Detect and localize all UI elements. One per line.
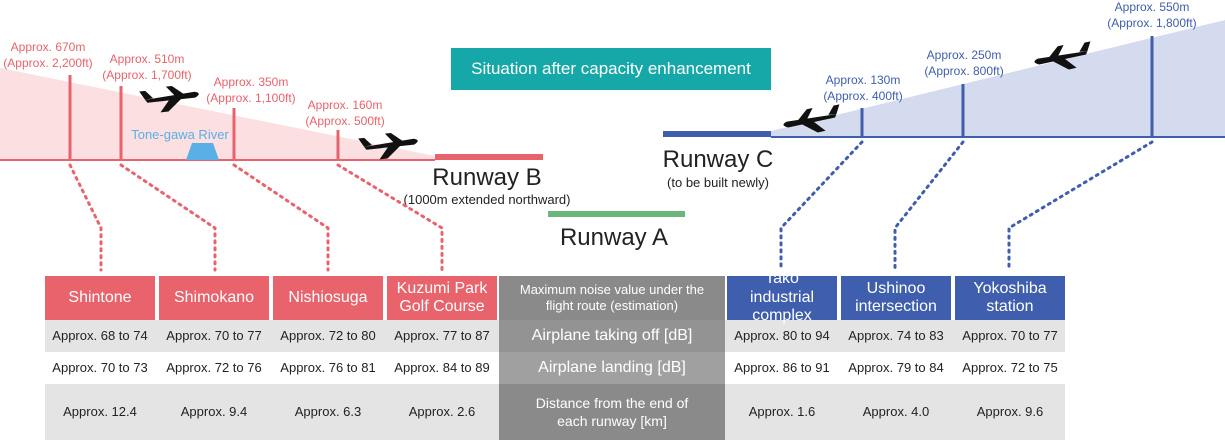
connector-tako [779, 140, 864, 272]
distance-value: Approx. 12.4 [63, 403, 137, 419]
altitude-m-label: Approx. 250m [927, 48, 1002, 62]
altitude-ft-label: (Approx. 1,100ft) [206, 91, 295, 105]
takeoff-value: Approx. 70 to 77 [962, 327, 1058, 343]
landing-value: Approx. 72 to 76 [166, 359, 262, 375]
altitude-m-label: Approx. 550m [1115, 0, 1190, 14]
altitude-m-label: Approx. 510m [110, 52, 185, 66]
distance-value: Approx. 1.6 [748, 403, 816, 419]
landing-value: Approx. 72 to 75 [962, 359, 1058, 375]
site-header: Shimokano [159, 276, 269, 320]
river-label: Tone-gawa River [131, 127, 229, 142]
takeoff-value: Approx. 74 to 83 [848, 327, 944, 343]
takeoff-value: Approx. 80 to 94 [734, 327, 830, 343]
site-header: Ushinoo intersection [841, 276, 951, 320]
site-header: Kuzumi Park Golf Course [387, 276, 497, 320]
takeoff-value: Approx. 77 to 87 [394, 327, 490, 343]
situation-banner: Situation after capacity enhancement [451, 48, 771, 90]
site-header: Nishiosuga [273, 276, 383, 320]
row-label-distance: Distance from the end of each runway [km… [499, 384, 725, 440]
distance-value: Approx. 6.3 [294, 403, 362, 419]
altitude-m-label: Approx. 130m [826, 73, 901, 87]
airplane-icon [139, 86, 199, 113]
takeoff-value: Approx. 72 to 80 [280, 327, 376, 343]
altitude-m-label: Approx. 350m [214, 75, 289, 89]
runway-c-note: (to be built newly) [667, 175, 769, 190]
landing-value: Approx. 79 to 84 [848, 359, 944, 375]
distance-value: Approx. 9.4 [180, 403, 248, 419]
runway-b-note: (1000m extended northward) [404, 192, 571, 207]
airplane-icon [358, 133, 418, 160]
airplane-icon [1034, 41, 1091, 70]
table-middle-header: Maximum noise value under the flight rou… [499, 276, 725, 320]
distance-value: Approx. 2.6 [408, 403, 476, 419]
altitude-ft-label: (Approx. 800ft) [924, 64, 1003, 78]
river-shape [186, 143, 219, 160]
site-header: Yokoshiba station [955, 276, 1065, 320]
altitude-ft-label: (Approx. 1,700ft) [102, 68, 191, 82]
distance-value: Approx. 9.6 [976, 403, 1044, 419]
connector-nishiosuga [232, 163, 330, 272]
runway-c [663, 131, 771, 137]
landing-value: Approx. 86 to 91 [734, 359, 830, 375]
runway-a [548, 211, 685, 217]
distance-value: Approx. 4.0 [862, 403, 930, 419]
runway-b [435, 154, 543, 160]
landing-value: Approx. 84 to 89 [394, 359, 490, 375]
site-header: Tako industrial complex [727, 270, 837, 324]
altitude-m-label: Approx. 160m [308, 98, 383, 112]
runway-c-label: Runway C [663, 146, 774, 173]
altitude-m-label: Approx. 670m [11, 40, 86, 54]
connector-ushinoo [893, 140, 965, 272]
east-flight-area [771, 20, 1225, 137]
row-label-landing: Airplane landing [dB] [499, 352, 725, 384]
altitude-ft-label: (Approx. 1,800ft) [1107, 16, 1196, 30]
landing-value: Approx. 76 to 81 [280, 359, 376, 375]
connector-shintone [68, 163, 103, 272]
landing-value: Approx. 70 to 73 [52, 359, 148, 375]
row-label-takeoff: Airplane taking off [dB] [499, 320, 725, 352]
takeoff-value: Approx. 70 to 77 [166, 327, 262, 343]
connector-yokoshiba [1007, 140, 1154, 272]
runway-a-label: Runway A [560, 224, 668, 251]
connector-shimokano [119, 163, 217, 272]
altitude-ft-label: (Approx. 400ft) [823, 89, 902, 103]
connector-kuzumi [336, 163, 444, 272]
west-flight-area [0, 68, 435, 160]
altitude-ft-label: (Approx. 2,200ft) [3, 56, 92, 70]
altitude-ft-label: (Approx. 500ft) [305, 114, 384, 128]
airplane-icon [783, 104, 840, 133]
runway-b-label: Runway B [432, 164, 541, 191]
site-header: Shintone [45, 276, 155, 320]
takeoff-value: Approx. 68 to 74 [52, 327, 148, 343]
